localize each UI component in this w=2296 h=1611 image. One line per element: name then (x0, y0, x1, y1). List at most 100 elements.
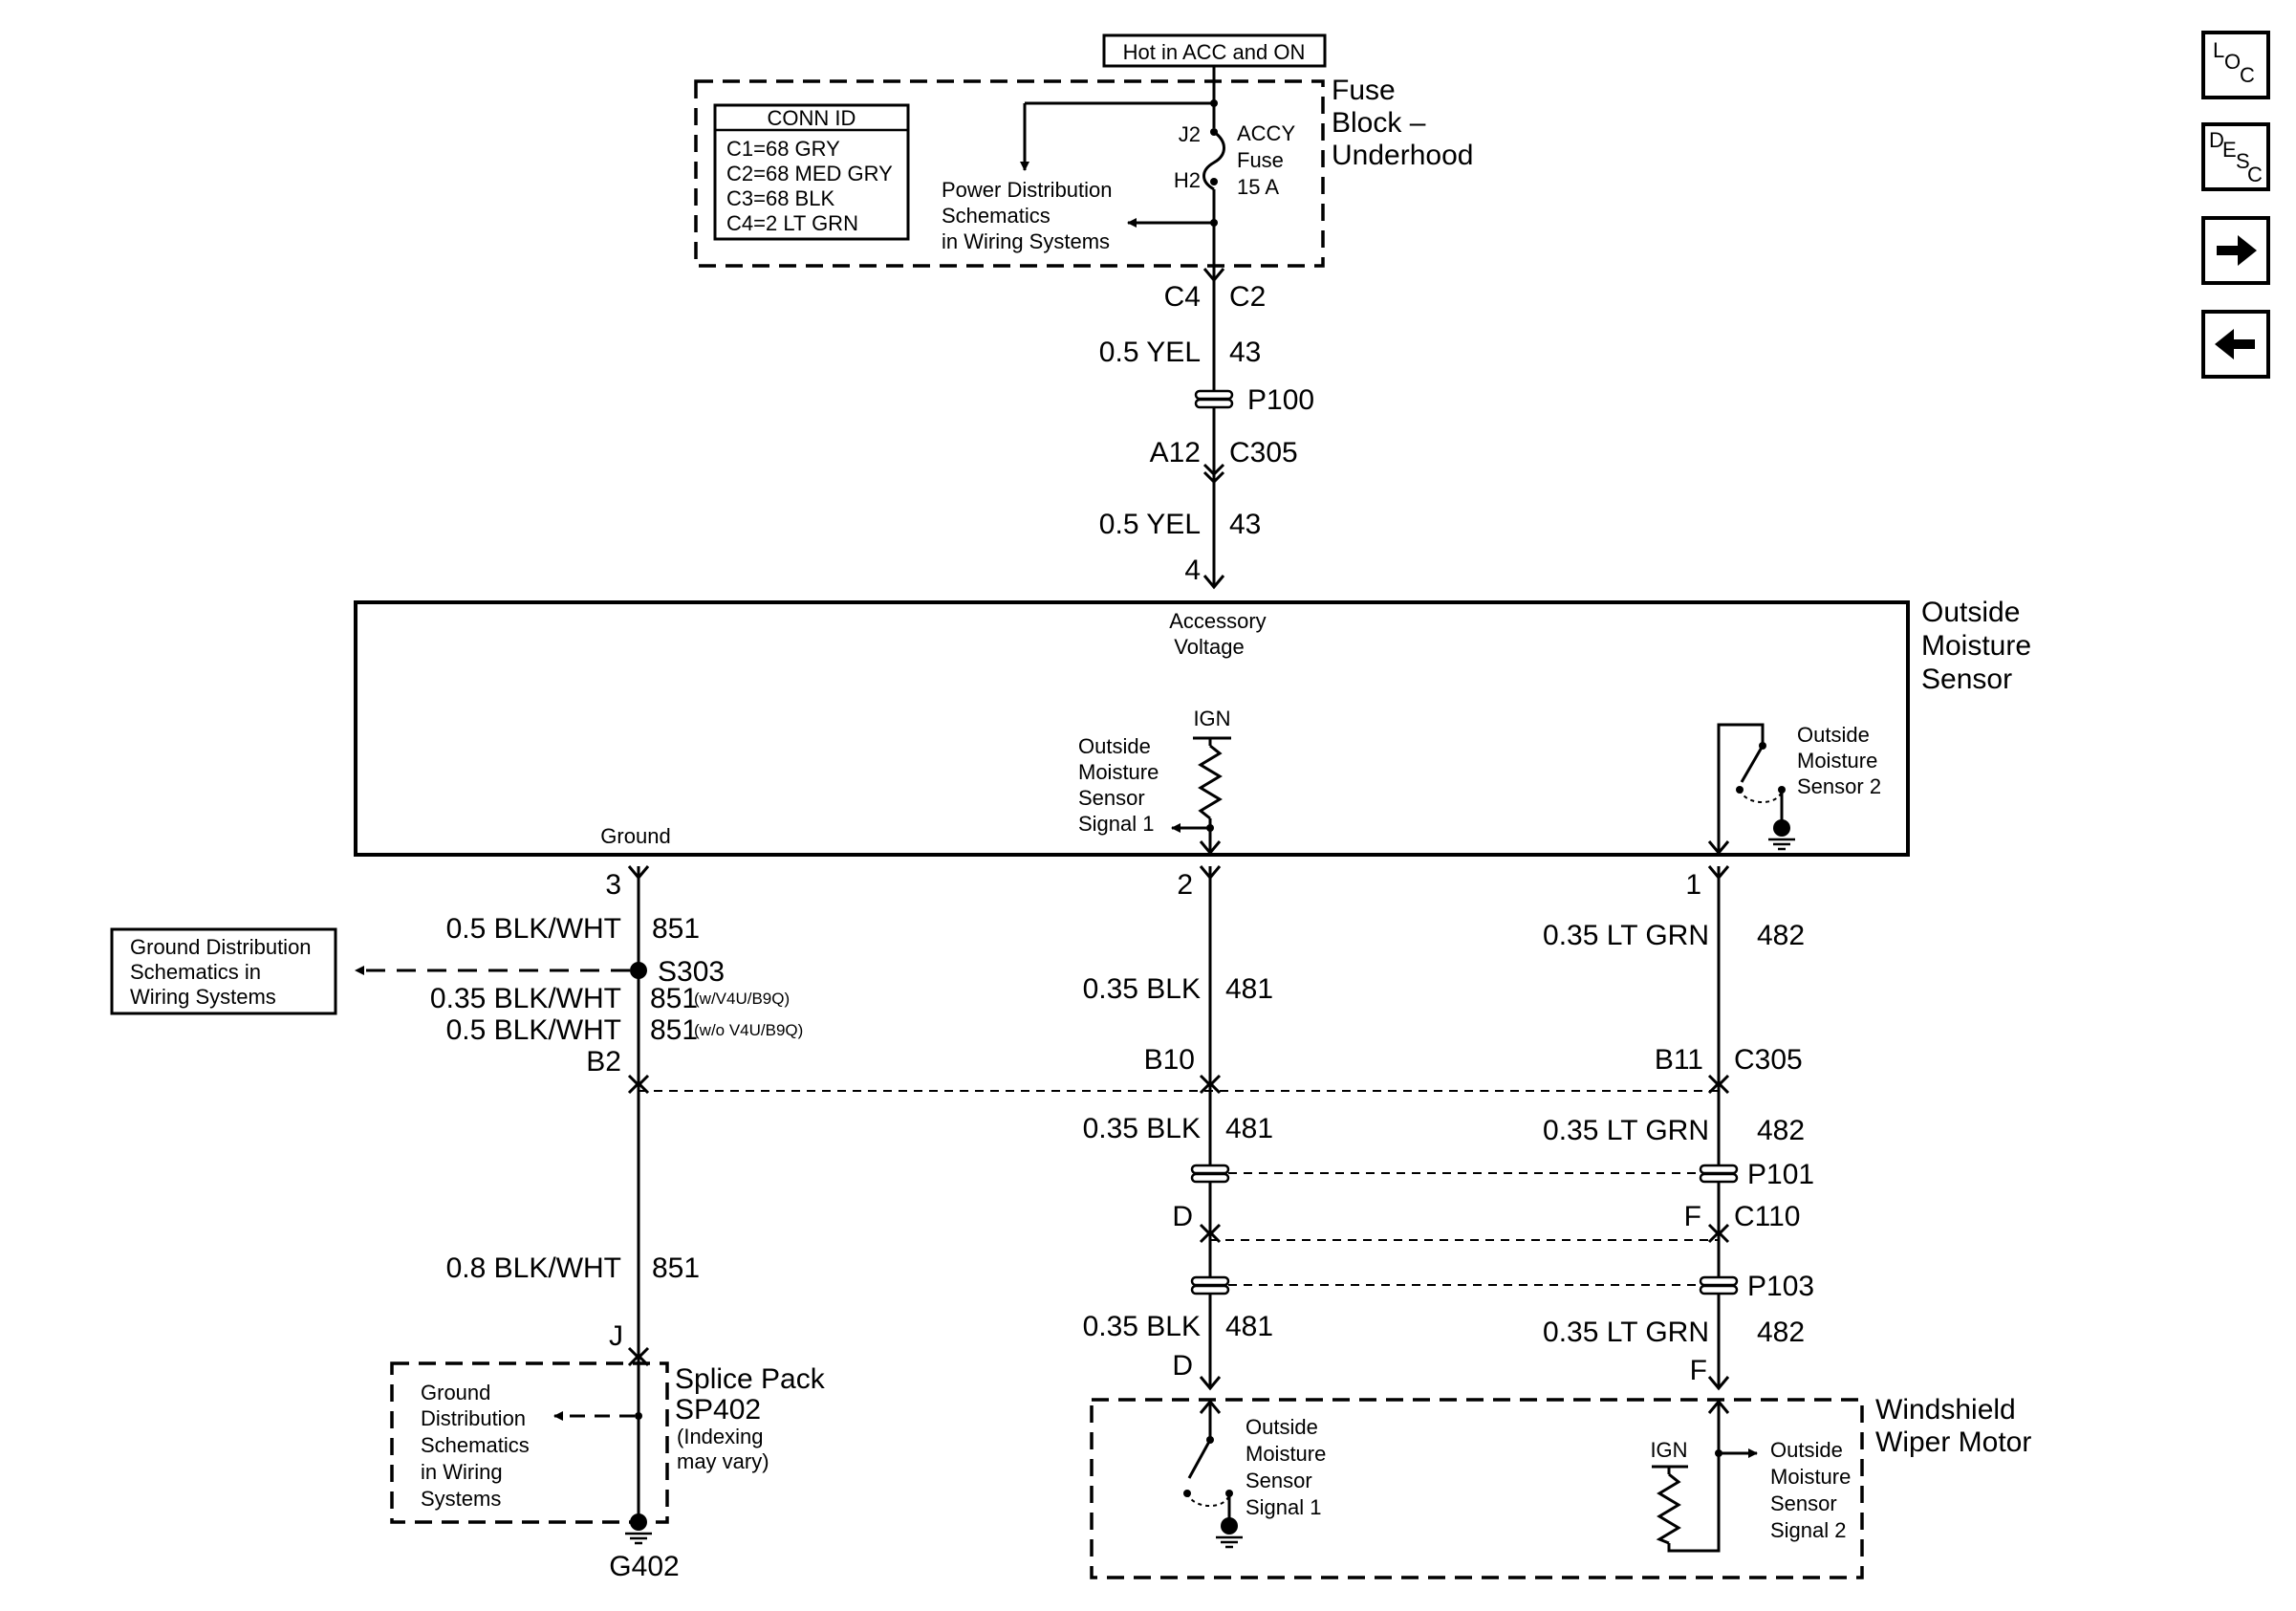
wiper-ign-label: IGN (1650, 1438, 1687, 1462)
fuse-pin-h: H2 (1174, 168, 1201, 192)
p103-label: P103 (1747, 1271, 1814, 1302)
sensor-ground-label: Ground (600, 824, 670, 848)
desc-letter-e: E (2222, 138, 2237, 162)
location-button[interactable]: L O C (2201, 31, 2270, 99)
motor-pin-f: F (1690, 1355, 1707, 1386)
signal2-wire-3-color: 0.35 LT GRN (1543, 1317, 1709, 1348)
fuse-label: ACCY Fuse 15 A (1237, 121, 1301, 199)
feed-wire-1-color: 0.5 YEL (1099, 337, 1201, 368)
loc-letter-c: C (2240, 63, 2255, 87)
ground-wire-3-note: (w/o V4U/B9Q) (694, 1021, 803, 1039)
desc-letter-s: S (2236, 149, 2250, 173)
sensor-ign-label: IGN (1193, 707, 1230, 730)
sensor2-label: Outside Moisture Sensor 2 (1797, 723, 1883, 798)
passthrough-p100 (1194, 389, 1234, 409)
wiper-motor-name: Windshield Wiper Motor (1875, 1394, 2031, 1458)
feed-wire-2-circuit: 43 (1229, 509, 1261, 540)
signal1-wire-2-color: 0.35 BLK (1083, 1113, 1201, 1144)
splice-pack-note: (Indexing may vary) (677, 1425, 769, 1473)
conn-id-rows: C1=68 GRY C2=68 MED GRY C3=68 BLK C4=2 L… (726, 137, 899, 235)
wiper-signal1-label: Outside Moisture Sensor Signal 1 (1245, 1415, 1332, 1519)
signal1-wire-2-circuit: 481 (1225, 1113, 1273, 1144)
splice-pack-label: Splice Pack SP402 (675, 1363, 833, 1426)
conn-c2: C2 (1229, 281, 1266, 313)
sensor-pin-4: 4 (1184, 555, 1201, 586)
ground-wire-1-color: 0.5 BLK/WHT (446, 913, 621, 945)
right-arrow-icon (2217, 235, 2257, 266)
signal2-wire-3-circuit: 482 (1757, 1317, 1805, 1348)
previous-button[interactable] (2201, 310, 2270, 379)
signal1-wire-3-color: 0.35 BLK (1083, 1311, 1201, 1342)
wiper-signal2-label: Outside Moisture Sensor Signal 2 (1770, 1438, 1856, 1542)
connector-a12-chevron-bot (1202, 470, 1225, 485)
wiper-signal1-switch (1187, 1439, 1212, 1479)
sensor-signal1-label: Outside Moisture Sensor Signal 1 (1078, 734, 1164, 836)
wiper-ground-icon (1216, 1517, 1243, 1549)
conn-b11: B11 (1655, 1044, 1703, 1076)
passthrough-p103-signal1 (1190, 1275, 1230, 1295)
ground-wire-3-circuit: 851 (650, 1014, 698, 1046)
signal2-wire-1-circuit: 482 (1757, 920, 1805, 951)
signal1-pin-2: 2 (1177, 869, 1193, 901)
fuse-pin-j: J2 (1179, 122, 1201, 146)
loc-letter-l: L (2213, 38, 2225, 62)
signal2-wire-2-color: 0.35 LT GRN (1543, 1115, 1709, 1146)
conn-b2: B2 (586, 1046, 621, 1078)
conn-c4: C4 (1164, 281, 1201, 313)
ground-g402-icon (625, 1513, 652, 1545)
feed-wire-1-circuit: 43 (1229, 337, 1261, 368)
signal1-wire-1-color: 0.35 BLK (1083, 973, 1201, 1005)
pullup-resistor (1198, 744, 1223, 820)
conn-b10: B10 (1144, 1044, 1195, 1076)
passthrough-p101-signal2 (1699, 1164, 1739, 1184)
passthrough-p101-signal1 (1190, 1164, 1230, 1184)
conn-c305-top: C305 (1229, 437, 1298, 468)
desc-letter-d: D (2209, 128, 2224, 152)
power-ref-label: Power Distribution Schematics in Wiring … (942, 178, 1118, 253)
connector-a12-chevron-top (1202, 463, 1225, 477)
ground-wire-2-note: (w/V4U/B9Q) (694, 990, 790, 1008)
splice-pack-ref-label: Ground Distribution Schematics in Wiring… (421, 1381, 535, 1511)
next-button[interactable] (2201, 216, 2270, 285)
fuse-symbol (1202, 130, 1225, 191)
splice-s303-label: S303 (658, 956, 725, 988)
signal2-pin-1: 1 (1685, 869, 1701, 901)
conn-id-title: CONN ID (768, 106, 856, 130)
ground-wire-3-color: 0.5 BLK/WHT (446, 1014, 621, 1046)
conn-c305-bottom: C305 (1734, 1044, 1803, 1076)
ground-g402-label: G402 (609, 1551, 679, 1582)
sensor2-switch-wire (1717, 723, 1765, 851)
ground-wire-1-circuit: 851 (652, 913, 700, 945)
wiper-motor-outline (1090, 1398, 1864, 1579)
c110-pin-d: D (1172, 1201, 1193, 1232)
description-button[interactable]: D E S C (2201, 122, 2270, 191)
sensor2-switch (1740, 745, 1765, 783)
ground-wire-4-color: 0.8 BLK/WHT (446, 1252, 621, 1284)
p101-label: P101 (1747, 1159, 1814, 1190)
ground-ref-label: Ground Distribution Schematics in Wiring… (130, 935, 317, 1009)
ground-wire-4-circuit: 851 (652, 1252, 700, 1284)
c110-pin-f: F (1684, 1201, 1701, 1232)
splice-pack-pin-j: J (609, 1320, 623, 1352)
signal2-wire-2-circuit: 482 (1757, 1115, 1805, 1146)
signal1-wire-3-circuit: 481 (1225, 1311, 1273, 1342)
signal1-wire-1-circuit: 481 (1225, 973, 1273, 1005)
motor-pin-d: D (1172, 1350, 1193, 1382)
sensor2-ground-icon (1768, 819, 1795, 851)
desc-letter-c: C (2247, 163, 2263, 186)
signal2-wire-1-color: 0.35 LT GRN (1543, 920, 1709, 951)
splice-pack-outline (390, 1361, 669, 1524)
conn-id-box (713, 103, 910, 241)
c110-label: C110 (1734, 1201, 1801, 1232)
left-arrow-icon (2215, 329, 2255, 359)
sensor-name: Outside Moisture Sensor (1921, 597, 2039, 695)
accessory-voltage-label: Accessory Voltage (1169, 609, 1272, 659)
ground-ref-box (110, 927, 337, 1015)
hot-label: Hot in ACC and ON (1123, 40, 1306, 64)
fuse-block-outline (694, 79, 1325, 268)
wiper-pullup-resistor (1656, 1472, 1681, 1545)
passthrough-p103-signal2 (1699, 1275, 1739, 1295)
splice-s303 (630, 962, 647, 979)
ground-wire-2-color: 0.35 BLK/WHT (430, 983, 621, 1014)
